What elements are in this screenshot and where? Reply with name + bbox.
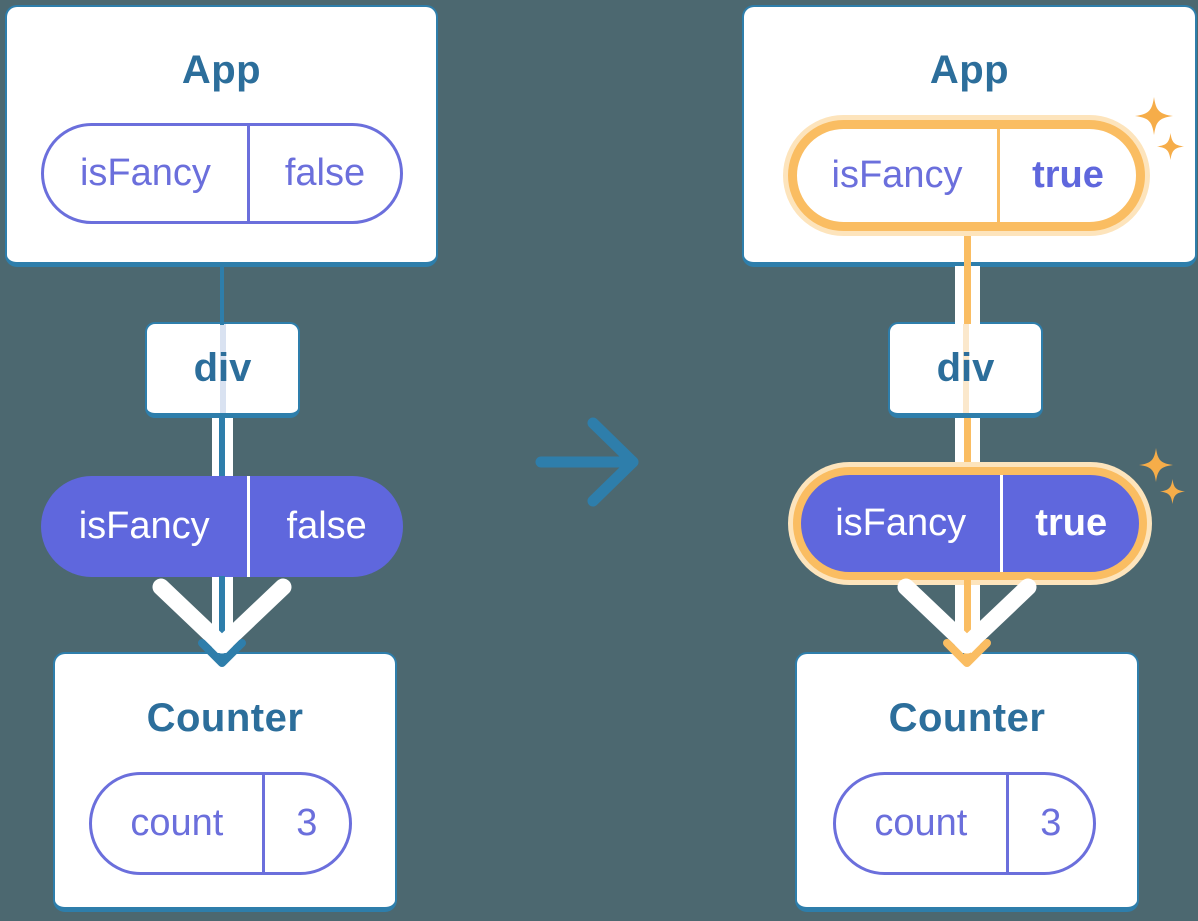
arrowhead-icon-before	[198, 639, 246, 667]
pill-divider	[997, 129, 1000, 222]
arrowhead-icon-after	[943, 639, 991, 667]
prop-value-cell: true	[1035, 502, 1108, 544]
prop-flow-line-after	[964, 266, 971, 324]
app-title-before: App	[181, 48, 262, 92]
app-prop-pill-after: isFancy true	[788, 120, 1145, 231]
prop-flow-line-after	[964, 418, 971, 470]
counter-title-before: Counter	[146, 696, 304, 740]
prop-flow-through-div	[219, 324, 226, 413]
transition-right-arrow-icon	[535, 417, 639, 507]
sparkle-icon	[1157, 133, 1184, 160]
pill-divider	[247, 476, 251, 577]
app-prop-pill-before: isFancy false	[41, 123, 403, 224]
big-chevron-down-icon	[897, 578, 1037, 654]
counter-title-after: Counter	[888, 696, 1046, 740]
prop-value-cell: false	[284, 152, 366, 194]
edge-app-to-div-before	[220, 265, 224, 325]
count-state-pill-after: count 3	[833, 772, 1096, 875]
big-chevron-down-icon	[152, 578, 292, 654]
app-title-after: App	[929, 48, 1010, 92]
passed-prop-pill-before: isFancy false	[41, 476, 403, 577]
prop-flow-through-div	[962, 324, 969, 413]
pill-divider	[246, 126, 250, 221]
prop-name-cell: isFancy	[79, 152, 211, 194]
div-node-after: div	[888, 322, 1043, 418]
pill-divider	[1000, 475, 1004, 572]
prop-flow-line-after	[964, 228, 971, 268]
prop-name-cell: isFancy	[831, 154, 963, 196]
state-name-cell: count	[874, 802, 968, 844]
prop-name-cell: isFancy	[835, 502, 967, 544]
sparkle-icon	[1135, 97, 1173, 135]
state-value-cell: 3	[1040, 802, 1062, 844]
prop-flow-line-before	[219, 418, 225, 477]
div-label-after: div	[936, 346, 995, 390]
prop-value-cell: true	[1032, 154, 1104, 196]
prop-value-cell: false	[286, 505, 367, 547]
state-value-cell: 3	[296, 802, 318, 844]
passed-prop-pill-after: isFancy true	[793, 467, 1147, 580]
div-label-before: div	[193, 346, 252, 390]
count-state-pill-before: count 3	[89, 772, 352, 875]
prop-name-cell: isFancy	[78, 505, 210, 547]
sparkle-icon	[1139, 448, 1173, 482]
sparkle-icon	[1160, 479, 1185, 504]
arrow-shaft-before	[219, 576, 225, 662]
arrow-shaft-after	[964, 580, 971, 662]
pill-divider	[1005, 775, 1009, 872]
state-name-cell: count	[130, 802, 224, 844]
div-node-before: div	[145, 322, 300, 418]
pill-divider	[261, 775, 265, 872]
